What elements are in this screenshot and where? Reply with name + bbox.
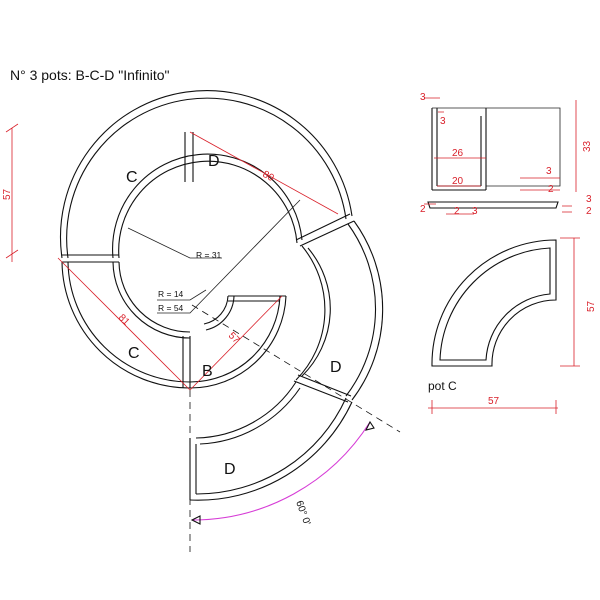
outer-ring-inner-edge xyxy=(112,153,303,259)
pot-c-height-label: 57 xyxy=(586,300,597,312)
section-dim-3-base: 3 xyxy=(472,206,478,217)
pot-d-right-inner-2 xyxy=(301,247,331,377)
pot-c-caption: pot C xyxy=(428,379,457,393)
radius-54-leader xyxy=(157,199,301,314)
lower-ring-inner-edge-2 xyxy=(118,261,191,333)
section-pot-wall-left xyxy=(431,108,438,190)
section-dim-2-left: 2 xyxy=(420,204,426,215)
divider-c-b xyxy=(182,336,191,388)
drawing-title: N° 3 pots: B-C-D "Infinito" xyxy=(10,67,170,83)
dim-d-80-label: 80 xyxy=(261,169,276,184)
section-dims xyxy=(424,97,577,215)
section-view: 3 3 26 20 3 2 33 2 2 3 3 2 xyxy=(420,92,593,217)
pot-b-inner-2 xyxy=(203,295,229,325)
section-dim-3-inner: 3 xyxy=(440,116,446,127)
pot-c-detail: 57 57 pot C xyxy=(428,237,597,414)
pot-d-right-outer xyxy=(351,220,384,401)
angle-arrow-right xyxy=(364,420,375,431)
pot-d-bottom-outer xyxy=(189,401,353,501)
plan-view: C D C B D D R = 31 R = 14 R = 54 57 80 8… xyxy=(2,89,401,552)
pot-d-right-inner xyxy=(295,245,326,381)
pot-label-b: B xyxy=(202,363,213,380)
pot-c-width-label: 57 xyxy=(488,396,500,407)
section-pot-wall-right xyxy=(480,108,487,190)
section-dim-2-right: 2 xyxy=(548,184,554,195)
pot-label-c-top: C xyxy=(126,169,138,186)
dim-b-57-line xyxy=(189,295,283,391)
dim-d-80-line xyxy=(189,131,339,215)
divider-d-right-bottom xyxy=(293,374,352,403)
pot-c-height-dim-line xyxy=(560,237,580,367)
section-dim-3-top: 3 xyxy=(420,92,426,103)
pot-b-outer-2 xyxy=(189,295,281,383)
lower-ring-outer-edge-2 xyxy=(67,261,191,383)
divider-left xyxy=(62,254,119,263)
pot-c-width-dim-line xyxy=(428,400,558,414)
outer-ring-inner-edge-2 xyxy=(118,160,298,259)
radius-54-label: R = 54 xyxy=(158,303,184,313)
pot-d-bottom-inner xyxy=(195,381,297,439)
section-dim-2-far: 2 xyxy=(586,206,592,217)
section-dim-33: 33 xyxy=(582,140,593,152)
radius-14-label: R = 14 xyxy=(158,289,184,299)
lower-ring-outer-edge xyxy=(61,261,191,389)
pot-b-end xyxy=(228,295,286,302)
radius-31-leader xyxy=(127,227,222,259)
pot-c-inner-shape xyxy=(439,247,551,361)
section-base-plate xyxy=(427,201,559,209)
radius-31-label: R = 31 xyxy=(196,250,222,260)
section-dim-2-base: 2 xyxy=(454,206,460,217)
section-dim-3-far: 3 xyxy=(586,194,592,205)
pot-label-c-left: C xyxy=(128,345,140,362)
pot-label-d-bottom: D xyxy=(224,461,236,478)
pot-d-bottom-inner-2 xyxy=(199,387,301,445)
section-dim-3-right: 3 xyxy=(546,166,552,177)
angle-arc xyxy=(191,421,371,521)
lower-ring-inner-edge xyxy=(112,261,191,339)
outer-ring-outer-edge xyxy=(59,89,353,259)
pot-c-outer-shape xyxy=(431,239,557,367)
pot-d-bottom-end xyxy=(189,438,197,500)
section-dim-20: 20 xyxy=(452,176,464,187)
dim-c-81-line xyxy=(57,257,191,391)
pot-b-outer xyxy=(189,295,287,389)
dim-c-81-label: 81 xyxy=(116,312,132,328)
pot-d-right-outer-2 xyxy=(345,223,377,397)
angle-arrow-left xyxy=(190,515,201,525)
angle-label: 60° 0' xyxy=(293,499,312,527)
section-dim-26: 26 xyxy=(452,148,464,159)
divider-d-right-end xyxy=(295,213,355,247)
divider-c-d-top xyxy=(184,132,194,182)
pot-label-d-top: D xyxy=(208,153,220,170)
pot-d-bottom-outer-2 xyxy=(195,397,347,495)
radius-14-leader xyxy=(157,289,207,301)
outer-ring-outer-edge-2 xyxy=(66,97,347,259)
dim-left-57-label: 57 xyxy=(2,188,13,200)
section-outline-right xyxy=(486,107,561,187)
pot-label-d-right: D xyxy=(330,359,342,376)
diagonal-axis-line xyxy=(191,304,401,433)
dim-b-57-label: 57 xyxy=(226,330,242,346)
dim-left-57-line xyxy=(5,123,19,262)
